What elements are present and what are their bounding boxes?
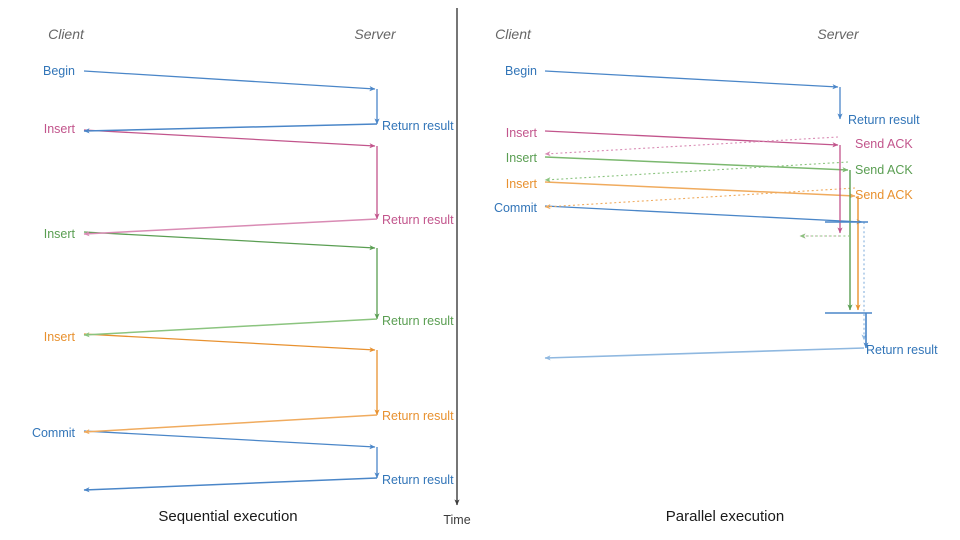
server-message-label-1: Send ACK	[855, 137, 913, 151]
server-message-label-2: Return result	[382, 314, 454, 328]
server-message-label-1: Return result	[382, 213, 454, 227]
server-message-label-4: Return result	[382, 473, 454, 487]
client-message-label-1: Insert	[44, 122, 76, 136]
actor-label-server: Server	[354, 26, 397, 42]
final-response	[544, 347, 865, 361]
client-message-label-4: Commit	[32, 426, 76, 440]
client-message-label-2: Insert	[506, 151, 538, 165]
insert2-request	[83, 231, 376, 251]
client-message-label-3: Insert	[506, 177, 538, 191]
server-message-label-0: Return result	[848, 113, 920, 127]
server-message-label-3: Return result	[382, 409, 454, 423]
server-message-label-4: Return result	[866, 343, 938, 357]
client-message-label-0: Begin	[43, 64, 75, 78]
insert1-request	[544, 130, 839, 148]
insert1-ack	[544, 136, 839, 157]
panel-caption: Sequential execution	[158, 508, 297, 525]
begin-request	[83, 70, 376, 92]
actor-label-server: Server	[817, 26, 860, 42]
insert3-request	[544, 181, 856, 199]
begin-request	[544, 70, 839, 90]
client-message-label-2: Insert	[44, 227, 76, 241]
insert1-request	[83, 129, 376, 149]
begin-response	[83, 123, 378, 134]
commit-response	[83, 477, 378, 493]
insert2-request	[544, 156, 849, 173]
server-message-label-2: Send ACK	[855, 163, 913, 177]
insert1-response	[83, 218, 378, 237]
time-axis-layer: Time	[443, 8, 471, 527]
server-message-label-0: Return result	[382, 119, 454, 133]
server-message-label-3: Send ACK	[855, 188, 913, 202]
insert2-response	[83, 318, 378, 338]
commit-request	[83, 430, 376, 450]
insert3-request	[83, 333, 376, 353]
commit-request	[544, 205, 863, 225]
insert3-response	[83, 414, 378, 435]
time-axis-label: Time	[443, 513, 470, 527]
actor-label-client: Client	[48, 26, 85, 42]
client-message-label-0: Begin	[505, 64, 537, 78]
client-message-label-4: Commit	[494, 201, 538, 215]
client-message-label-3: Insert	[44, 330, 76, 344]
insert2-ack	[544, 161, 849, 183]
panel-caption: Parallel execution	[666, 508, 784, 525]
actor-label-client: Client	[495, 26, 532, 42]
client-message-label-1: Insert	[506, 126, 538, 140]
insert3-ack	[544, 187, 856, 210]
